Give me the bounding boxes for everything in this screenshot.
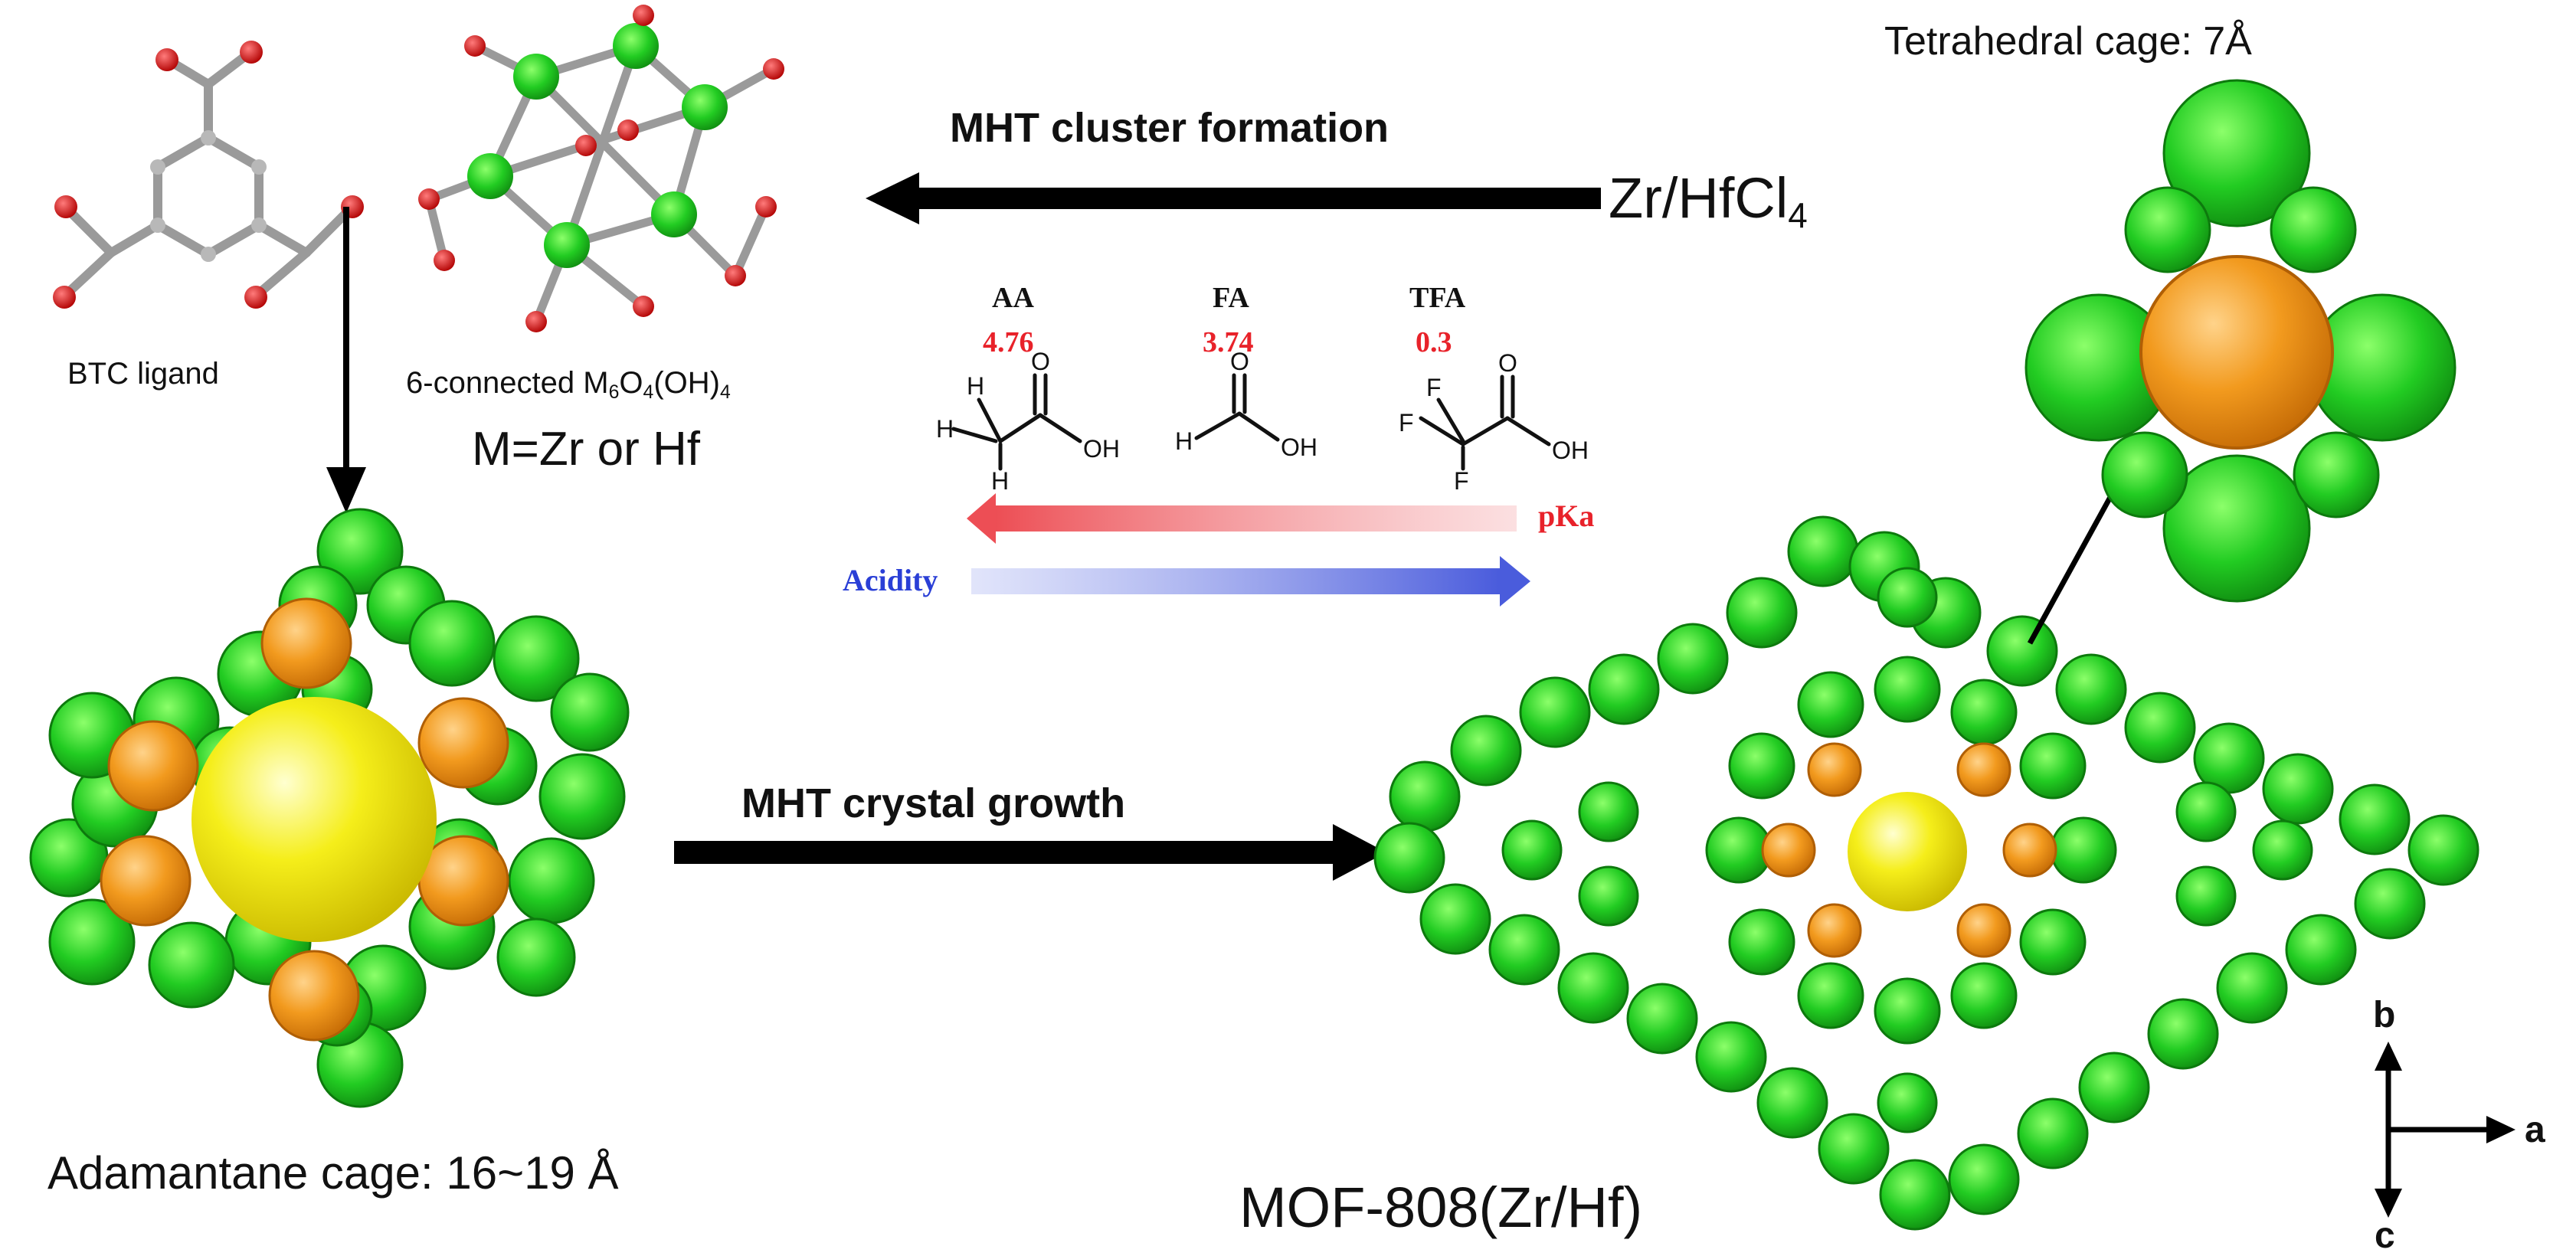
adamantane-cage-label: Adamantane cage: 16~19 Å — [47, 1147, 619, 1199]
product-label: MOF-808(Zr/Hf) — [1239, 1176, 1643, 1239]
aa-atom-o: O — [1031, 348, 1050, 375]
tetrahedral-cage-label: Tetrahedral cage: 7Å — [1884, 19, 2252, 64]
crystal-growth-label: MHT crystal growth — [741, 780, 1126, 826]
fa-atom-o: O — [1230, 348, 1249, 375]
pka-trend-label: pKa — [1538, 499, 1595, 533]
cluster-formula-label: 6-connected M6O4(OH)4 — [406, 366, 731, 403]
aa-atom-h2: H — [936, 415, 954, 443]
cluster-formation-label: MHT cluster formation — [950, 105, 1389, 151]
tfa-atom-f1: F — [1426, 374, 1442, 401]
fa-atom-oh: OH — [1281, 433, 1317, 461]
pka-trend-arrow — [967, 493, 1517, 544]
btc-oxygen-atoms — [53, 41, 364, 309]
axis-label-c: c — [2375, 1215, 2395, 1256]
adamantane-cage-sphere — [191, 697, 437, 942]
fa-atom-h: H — [1175, 427, 1193, 455]
tetrahedral-cage-sphere — [2139, 255, 2334, 450]
acid-abbr-fa: FA — [1213, 282, 1249, 314]
acid-abbr-aa: AA — [992, 282, 1034, 314]
pka-value-fa: 3.74 — [1203, 326, 1254, 358]
tetrahedral-cage-structure — [2024, 79, 2457, 603]
axis-label-b: b — [2373, 995, 2396, 1035]
axis-indicator — [2375, 1042, 2515, 1218]
pka-value-tfa: 0.3 — [1416, 326, 1452, 358]
acidity-trend-arrow — [971, 556, 1530, 607]
aa-atom-h1: H — [967, 372, 985, 400]
mof-central-cage — [1848, 792, 1967, 911]
btc-carbon-atoms — [150, 130, 267, 262]
reagent-label: Zr/HfCl4 — [1609, 166, 1808, 235]
tfa-atom-o: O — [1498, 349, 1517, 377]
tfa-atom-oh: OH — [1552, 437, 1589, 464]
axis-label-a: a — [2525, 1110, 2545, 1150]
trifluoroacetic-acid-structure — [1419, 375, 1551, 471]
mof-808-framework — [1373, 515, 2479, 1231]
pka-value-aa: 4.76 — [983, 326, 1034, 358]
crystal-growth-arrow — [674, 824, 1386, 881]
aa-atom-h3: H — [991, 467, 1010, 495]
acidity-trend-label: Acidity — [843, 563, 938, 597]
acetic-acid-structure — [951, 373, 1082, 471]
cluster-formation-arrow — [866, 172, 1601, 224]
metal-definition-label: M=Zr or Hf — [472, 423, 700, 476]
cluster-metal-atoms — [467, 23, 728, 268]
aa-atom-oh: OH — [1083, 435, 1120, 463]
down-arrow — [326, 207, 366, 513]
acid-abbr-tfa: TFA — [1409, 282, 1466, 314]
cluster-oxygen-atoms — [418, 5, 784, 332]
btc-ligand-label: BTC ligand — [67, 357, 219, 391]
tfa-atom-f3: F — [1454, 467, 1469, 495]
adamantane-cage-structure — [29, 508, 630, 1108]
tfa-atom-f2: F — [1399, 409, 1414, 437]
formic-acid-structure — [1194, 373, 1280, 442]
